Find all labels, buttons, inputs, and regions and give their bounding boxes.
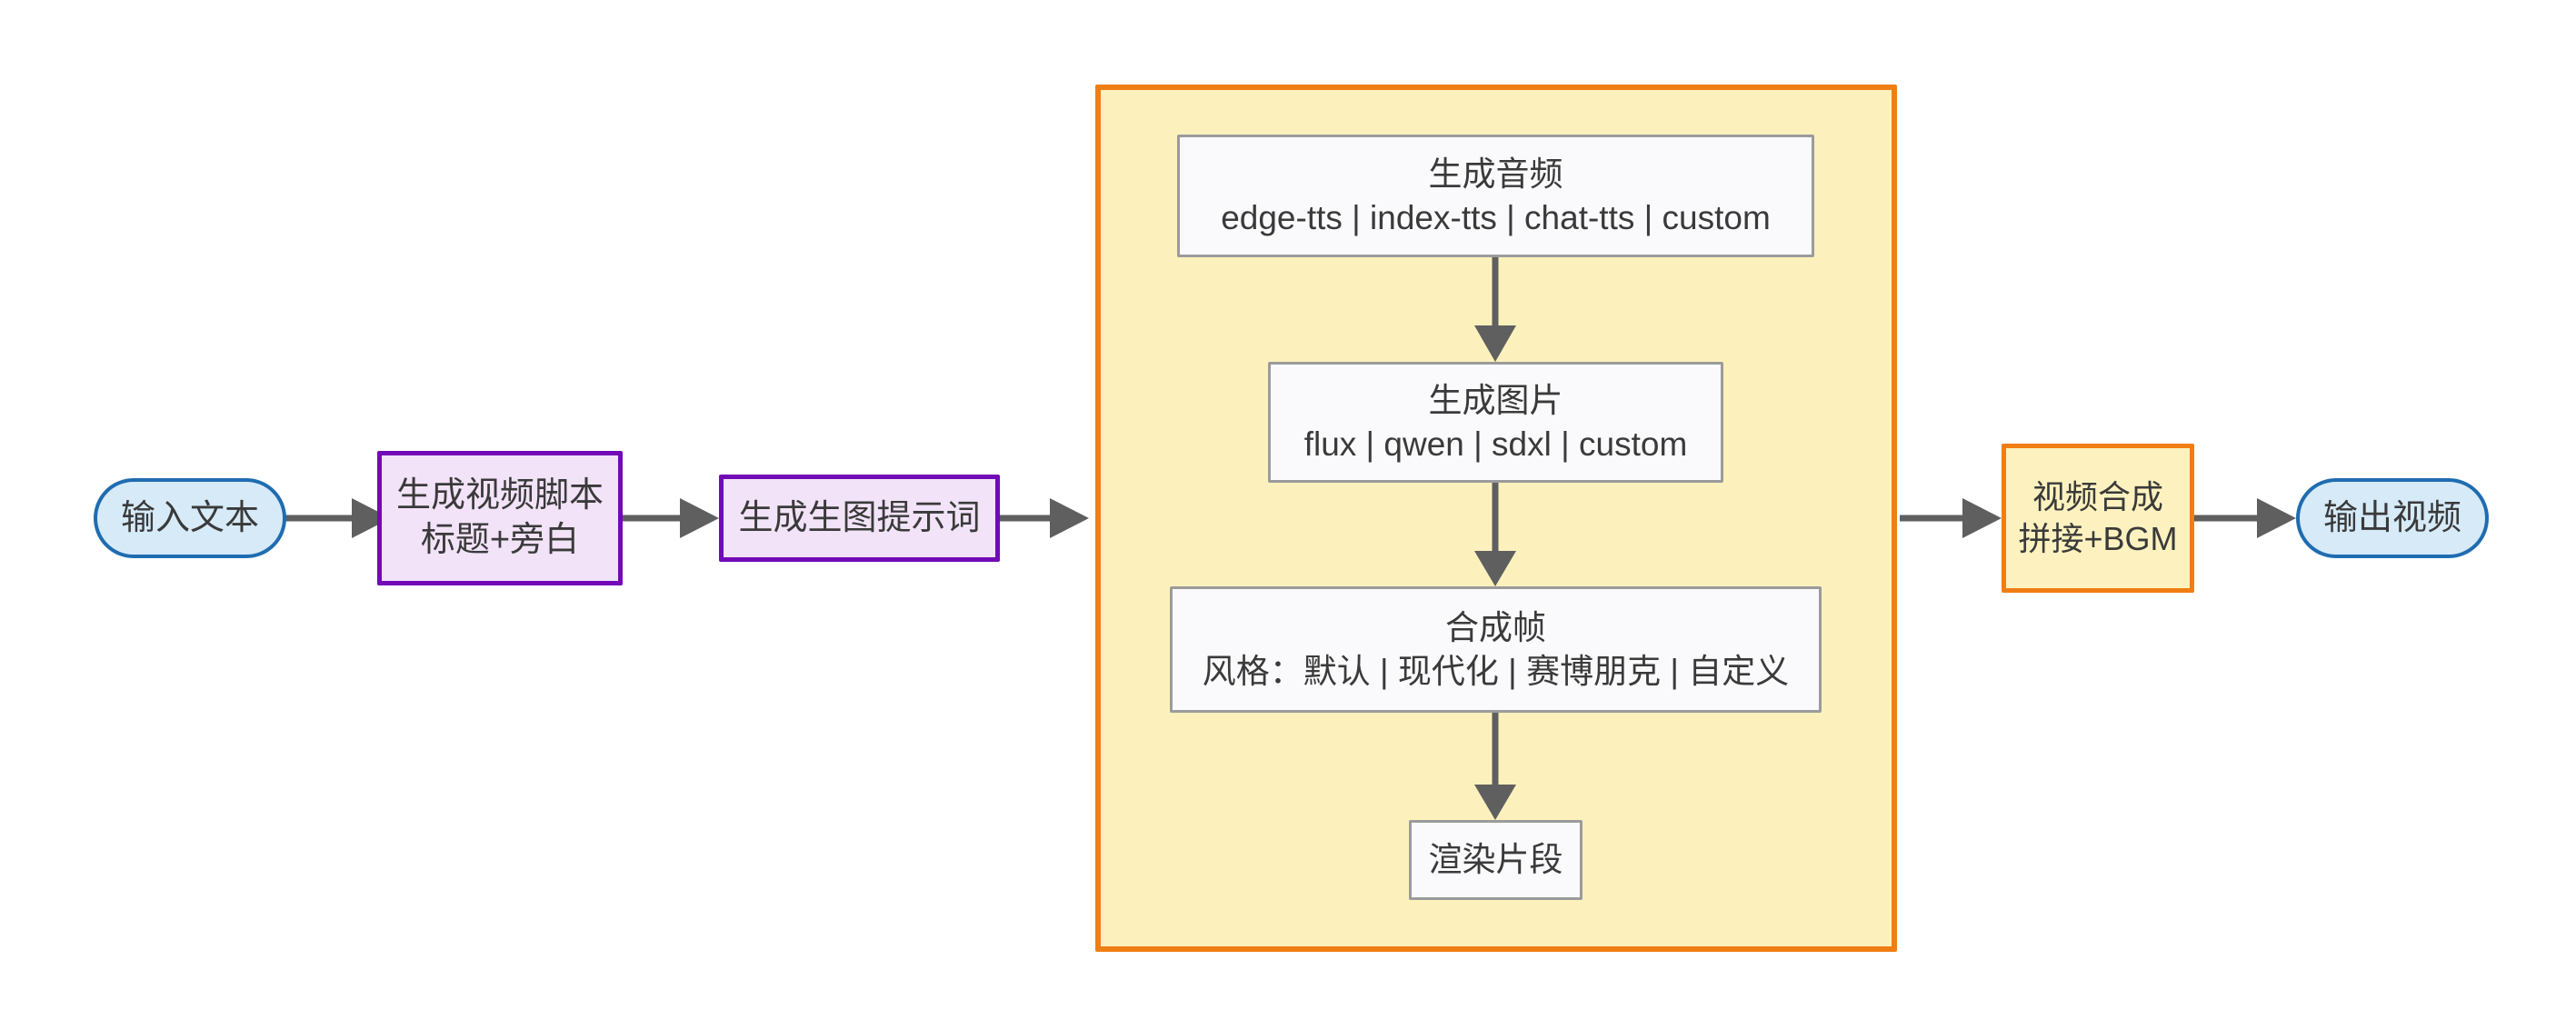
node-compose-frame-line1: 合成帧 — [1445, 609, 1546, 647]
node-generate-prompt-label: 生成生图提示词 — [738, 498, 981, 537]
node-generate-image-line2: flux | qwen | sdxl | custom — [1303, 425, 1688, 463]
node-render-clip-label: 渲染片段 — [1428, 841, 1563, 879]
node-generate-audio-line2: edge-tts | index-tts | chat-tts | custom — [1221, 198, 1771, 236]
node-output-video[interactable]: 输出视频 — [2296, 478, 2489, 558]
node-video-compose-line2: 拼接+BGM — [2018, 520, 2178, 557]
node-generate-audio[interactable]: 生成音频 edge-tts | index-tts | chat-tts | c… — [1177, 135, 1814, 257]
node-generate-prompt[interactable]: 生成生图提示词 — [719, 475, 1000, 562]
node-generate-image-line1: 生成图片 — [1428, 382, 1563, 420]
edge-script-to-prompt — [622, 498, 719, 538]
node-video-compose-line1: 视频合成 — [2032, 477, 2163, 515]
node-generate-script-line2: 标题+旁白 — [420, 521, 580, 559]
edge-pipeline-to-compose — [1900, 498, 2002, 538]
node-compose-frame-line2: 风格：默认 | 现代化 | 赛博朋克 | 自定义 — [1202, 652, 1790, 690]
node-video-compose[interactable]: 视频合成 拼接+BGM — [2002, 444, 2194, 593]
edge-prompt-to-pipeline — [999, 498, 1089, 538]
edge-input-to-script — [285, 498, 391, 538]
node-output-video-label: 输出视频 — [2322, 498, 2461, 537]
node-input-text-label: 输入文本 — [120, 498, 259, 537]
node-compose-frame[interactable]: 合成帧 风格：默认 | 现代化 | 赛博朋克 | 自定义 — [1170, 586, 1822, 713]
node-input-text[interactable]: 输入文本 — [94, 478, 286, 558]
node-generate-audio-line1: 生成音频 — [1428, 155, 1563, 194]
edge-compose-to-output — [2191, 498, 2296, 538]
node-generate-script-line1: 生成视频脚本 — [395, 476, 604, 515]
node-render-clip[interactable]: 渲染片段 — [1409, 820, 1583, 900]
node-generate-script[interactable]: 生成视频脚本 标题+旁白 — [377, 451, 623, 585]
node-generate-image[interactable]: 生成图片 flux | qwen | sdxl | custom — [1268, 362, 1723, 483]
